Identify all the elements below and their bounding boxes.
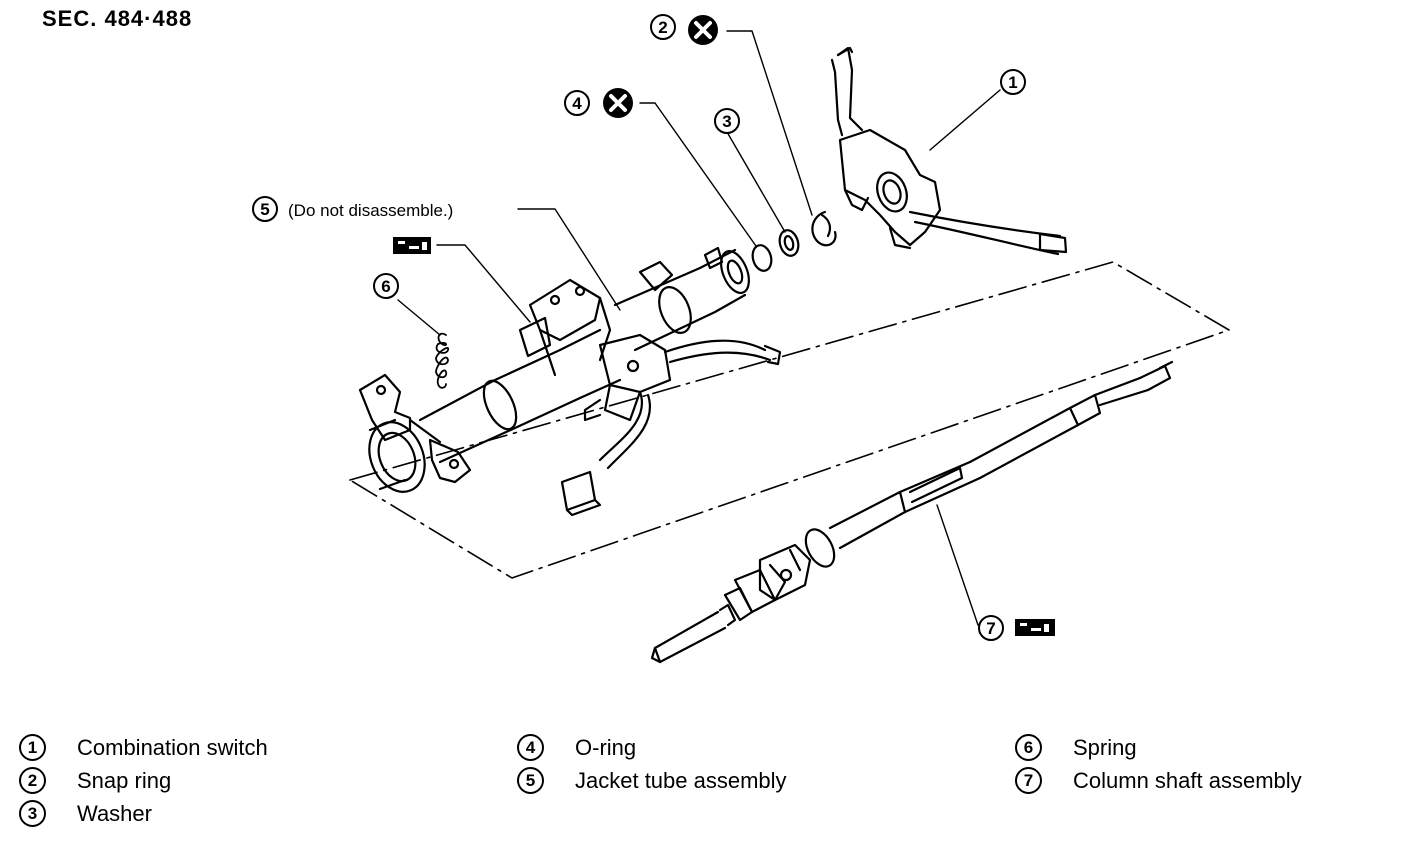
o-ring [751, 244, 773, 272]
combination-switch [830, 46, 1068, 256]
callout-2-number: 2 [658, 18, 667, 37]
jacket-tube-assembly [358, 246, 782, 517]
column-shaft-assembly [650, 360, 1174, 664]
callout-4-number: 4 [572, 94, 582, 113]
callout-1-bubble [1000, 69, 1026, 95]
callout-5-note: (Do not disassemble.) [288, 201, 453, 220]
washer [778, 229, 800, 257]
section-code: SEC. 484·488 [42, 6, 193, 31]
callout-5-number: 5 [260, 200, 269, 219]
callout-5-bubble [252, 196, 278, 222]
callout-6-number: 6 [381, 277, 390, 296]
grease-gun-icon [1015, 619, 1055, 636]
callout-4-bubble [564, 90, 590, 116]
callout-3-number: 3 [722, 112, 731, 131]
callout-6-bubble [373, 273, 399, 299]
spring [435, 332, 450, 389]
leader-lines [397, 30, 1001, 626]
callout-2-bubble [650, 14, 676, 40]
grease-gun-icon [393, 237, 431, 254]
callout-1-number: 1 [1008, 73, 1017, 92]
callout-7-number: 7 [986, 619, 995, 638]
circle-x-icon [688, 15, 718, 45]
callout-7-bubble [978, 615, 1004, 641]
circle-x-icon [603, 88, 633, 118]
callout-3-bubble [714, 108, 740, 134]
snap-ring [811, 210, 837, 247]
callout-bubbles [252, 14, 1026, 641]
phantom-boundary [349, 261, 1230, 579]
